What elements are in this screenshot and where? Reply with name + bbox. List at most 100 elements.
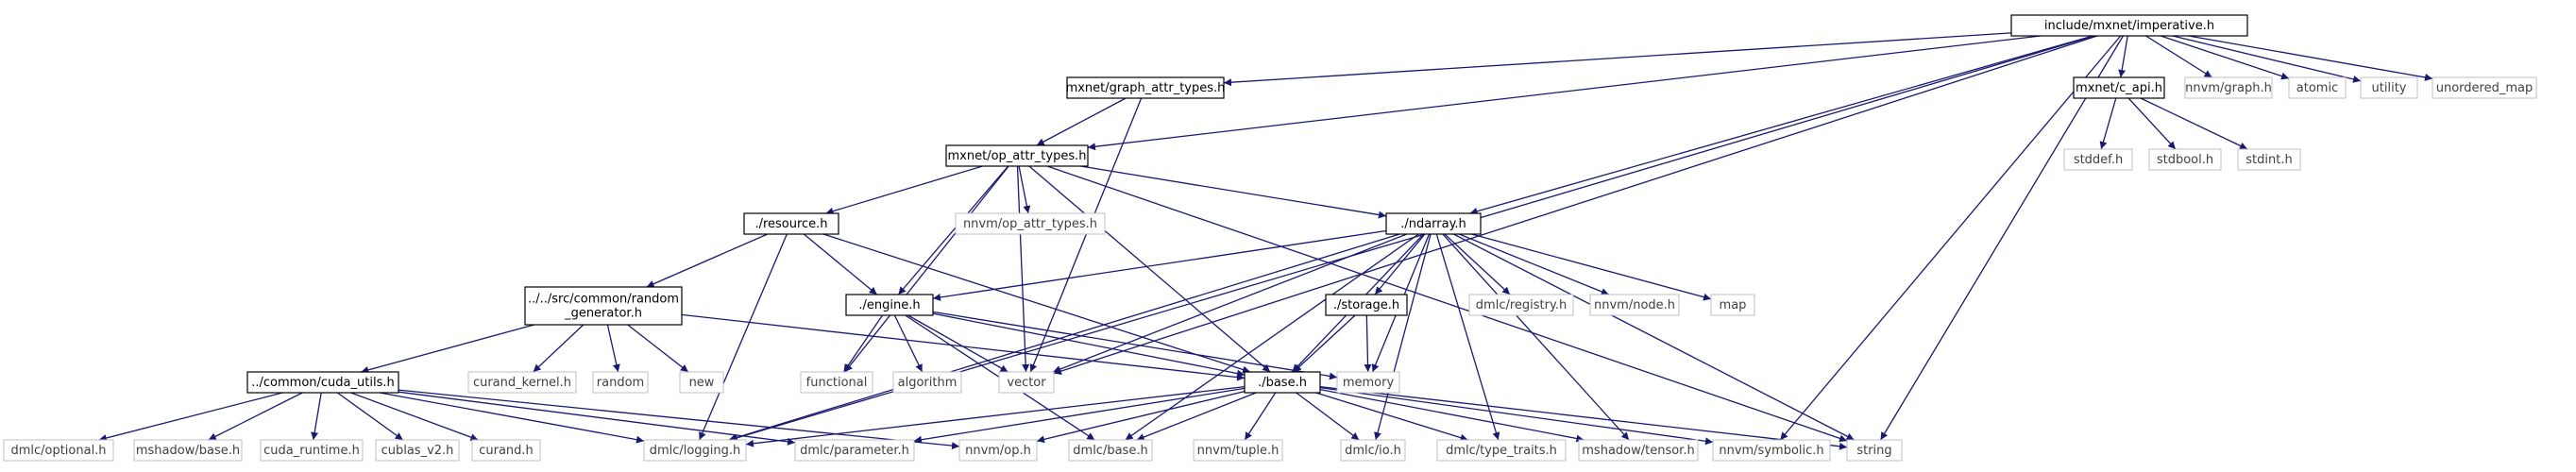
node-label: utility — [2372, 81, 2407, 95]
edge-imperative-to-string — [1880, 35, 2124, 441]
node-new: new — [679, 371, 724, 394]
node-label: ./base.h — [1258, 376, 1307, 390]
node-label: dmlc/parameter.h — [800, 444, 909, 458]
node-box — [1712, 439, 1831, 462]
edge-c_api-to-stddef — [2099, 97, 2117, 150]
node-nnvm-op: nnvm/op.h — [958, 439, 1038, 462]
node-box — [471, 439, 541, 462]
node-box — [3, 439, 114, 462]
edge-ndarray-to-storage — [1374, 233, 1426, 295]
node-label: curand.h — [479, 444, 534, 458]
node-box — [2432, 76, 2537, 99]
node-label: nnvm/symbolic.h — [1719, 444, 1823, 458]
node-label: nnvm/op_attr_types.h — [963, 217, 1097, 231]
node-nnvm-op-attr: nnvm/op_attr_types.h — [955, 212, 1106, 235]
node-label: unordered_map — [2436, 81, 2534, 95]
node-imperative[interactable]: include/mxnet/imperative.h — [2010, 14, 2248, 37]
node-ndarray[interactable]: ./ndarray.h — [1385, 212, 1482, 235]
node-label: dmlc/optional.h — [10, 444, 106, 458]
edge-imperative-to-ndarray — [1469, 35, 2093, 215]
nodes-layer: include/mxnet/imperative.h mxnet/graph_at… — [3, 14, 2537, 462]
node-c-api[interactable]: mxnet/c_api.h — [2073, 76, 2165, 99]
node-label: ./resource.h — [754, 217, 827, 231]
edge-cuda_utils-to-cuda_runtime — [311, 392, 322, 441]
edge-imperative-to-op_attr — [1087, 35, 2042, 151]
edge-base-to-dmlc_type_traits — [1315, 392, 1468, 442]
node-label: ./ndarray.h — [1400, 217, 1466, 231]
node-curand: curand.h — [471, 439, 541, 462]
edge-ndarray-to-dmlc_registry — [1444, 233, 1511, 295]
node-label: ../common/cuda_utils.h — [251, 376, 394, 390]
edge-cuda_utils-to-dmlc_parameter — [398, 391, 796, 446]
node-cuda-utils[interactable]: ../common/cuda_utils.h — [246, 371, 399, 394]
node-string: string — [1846, 439, 1903, 462]
edge-base-to-nnvm_tuple — [1244, 392, 1277, 441]
node-label: dmlc/logging.h — [650, 444, 741, 458]
edge-resource-to-base — [822, 233, 1251, 374]
node-nnvm-node: nnvm/node.h — [1589, 294, 1680, 316]
node-box — [2063, 148, 2133, 171]
node-cuda-runtime: cuda_runtime.h — [260, 439, 364, 462]
node-label: stdint.h — [2246, 153, 2292, 167]
node-nnvm-tuple: nnvm/tuple.h — [1193, 439, 1283, 462]
node-random-gen[interactable]: ../../src/common/random_generator.h — [524, 286, 683, 326]
node-box — [1710, 294, 1755, 316]
node-dmlc-io: dmlc/io.h — [1340, 439, 1406, 462]
edge-op_attr-to-functional — [844, 165, 1009, 373]
node-box — [643, 439, 747, 462]
node-label: ../../src/common/random — [528, 293, 679, 307]
node-label: atomic — [2296, 81, 2338, 95]
node-box — [800, 371, 873, 394]
edge-engine-to-vector — [907, 314, 1008, 373]
node-box — [2237, 148, 2301, 171]
node-box — [794, 439, 915, 462]
node-nnvm-symbolic: nnvm/symbolic.h — [1712, 439, 1831, 462]
edge-base-to-string — [1319, 385, 1848, 450]
edge-cuda_utils-to-mshadow_base — [208, 392, 303, 441]
edge-op_attr-to-base — [1028, 165, 1271, 373]
node-storage[interactable]: ./storage.h — [1325, 294, 1408, 316]
node-op-attr[interactable]: mxnet/op_attr_types.h — [945, 144, 1089, 167]
node-box — [743, 212, 839, 235]
node-dmlc-optional: dmlc/optional.h — [3, 439, 114, 462]
node-memory: memory — [1336, 371, 1400, 394]
node-graph-attr[interactable]: mxnet/graph_attr_types.h — [1066, 76, 1226, 99]
node-box — [592, 371, 649, 394]
node-label: map — [1720, 298, 1747, 312]
edge-ndarray-to-dmlc_type_traits — [1435, 233, 1500, 441]
node-label: vector — [1007, 376, 1046, 390]
node-label: nnvm/node.h — [1594, 298, 1675, 312]
node-dmlc-base: dmlc/base.h — [1068, 439, 1153, 462]
node-label: mxnet/graph_attr_types.h — [1066, 81, 1226, 95]
node-box — [375, 439, 460, 462]
node-label: nnvm/tuple.h — [1197, 444, 1280, 458]
node-box — [945, 144, 1089, 167]
node-box — [845, 294, 934, 316]
node-stdbool: stdbool.h — [2148, 148, 2222, 171]
node-label: stddef.h — [2074, 153, 2123, 167]
edge-op_attr-to-resource — [825, 165, 983, 215]
node-box — [1340, 439, 1406, 462]
node-engine[interactable]: ./engine.h — [845, 294, 934, 316]
node-box — [2073, 76, 2165, 99]
edge-ndarray-to-dmlc_base — [1125, 233, 1419, 441]
node-label: functional — [806, 376, 868, 390]
node-label: nnvm/op.h — [965, 444, 1031, 458]
edge-graph_attr-to-op_attr — [1036, 97, 1127, 146]
node-box — [1578, 439, 1699, 462]
node-box — [524, 286, 683, 326]
node-base[interactable]: ./base.h — [1244, 371, 1321, 394]
node-box — [958, 439, 1038, 462]
node-box — [1325, 294, 1408, 316]
node-resource[interactable]: ./resource.h — [743, 212, 839, 235]
edge-engine-to-memory — [932, 311, 1338, 380]
node-unordered-map: unordered_map — [2432, 76, 2537, 99]
node-label: stdbool.h — [2157, 153, 2213, 167]
edge-storage-to-base — [1293, 314, 1356, 373]
node-label: cuda_runtime.h — [263, 444, 360, 458]
edge-resource-to-engine — [803, 233, 878, 295]
node-box — [892, 371, 962, 394]
edge-op_attr-to-engine — [897, 165, 1009, 295]
edge-engine-to-algorithm — [893, 314, 924, 373]
